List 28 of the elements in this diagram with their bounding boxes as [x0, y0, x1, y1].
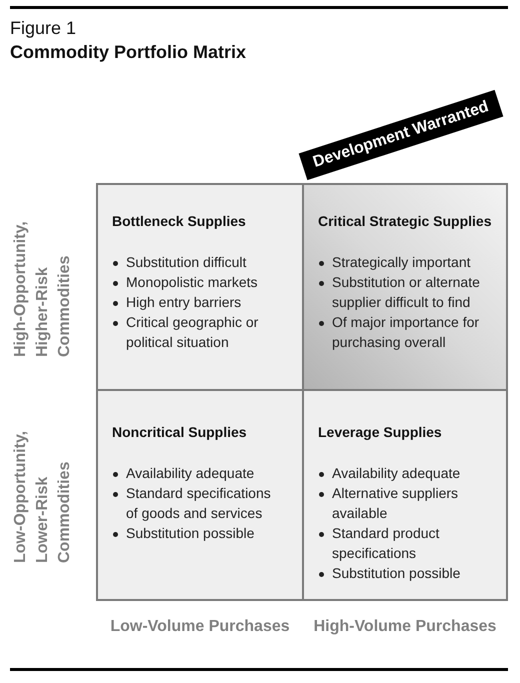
quadrant-heading: Bottleneck Supplies — [112, 212, 247, 231]
axis-label: Low-Volume Purchases — [109, 617, 291, 637]
quadrant-heading: Leverage Supplies — [318, 423, 443, 442]
bullet-text: Substitution possible — [126, 524, 254, 543]
bullet-text: Critical geographic or political situation — [126, 313, 260, 352]
bullet-text: High entry barriers — [126, 293, 242, 312]
bullet-text: Substitution or alternate supplier difficult to find — [332, 273, 481, 312]
bullet-text: Monopolistic markets — [126, 273, 258, 292]
bullet-text: Standard product specifications — [332, 524, 440, 563]
quadrant-heading: Critical Strategic Supplies — [318, 212, 492, 231]
bullet-text: Standard specifications of goods and services — [126, 484, 272, 523]
quadrant-cell — [96, 389, 304, 601]
quadrant-cell — [302, 183, 508, 391]
bullet-text: Strategically important — [332, 253, 471, 272]
axis-label: Low-Opportunity, Lower-Risk Commodities — [11, 430, 74, 563]
figure-title: Commodity Portfolio Matrix — [10, 41, 246, 63]
quadrant-cell — [302, 389, 508, 601]
quadrant-heading: Noncritical Supplies — [112, 423, 248, 442]
figure-number: Figure 1 — [10, 17, 76, 39]
axis-label: High-Opportunity, Higher-Risk Commodities — [11, 220, 74, 357]
quadrant-cell — [96, 183, 304, 391]
bullet-text: Availability adequate — [332, 464, 460, 483]
bullet-text: Of major importance for purchasing overall — [332, 313, 480, 352]
bullet-text: Alternative suppliers available — [332, 484, 460, 523]
bullet-text: Substitution possible — [332, 564, 460, 583]
bullet-text: Substitution difficult — [126, 253, 246, 272]
axis-label: High-Volume Purchases — [312, 617, 498, 637]
bullet-text: Availability adequate — [126, 464, 254, 483]
